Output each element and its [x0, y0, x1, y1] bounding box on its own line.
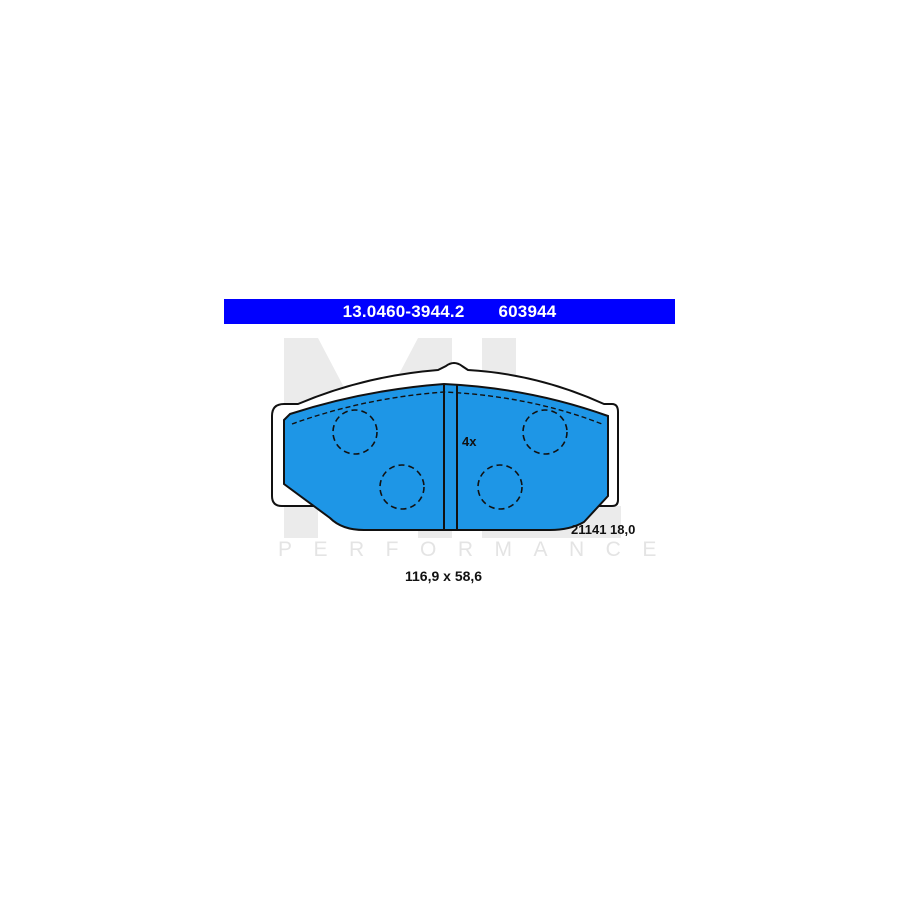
dimensions-label: 116,9 x 58,6: [405, 568, 483, 584]
friction-material: [283, 382, 609, 531]
mounting-circle: [522, 409, 568, 455]
brake-pad-drawing: [271, 362, 619, 531]
watermark-tagline: PERFORMANCE: [278, 538, 678, 561]
mounting-circle: [477, 464, 523, 510]
part-number: 13.0460-3944.2: [342, 301, 465, 321]
part-number-banner: 13.0460-3944.2 603944: [224, 299, 675, 324]
mounting-circle: [379, 464, 425, 510]
mounting-circle: [332, 409, 378, 455]
pad-code-label: 21141 18,0: [571, 522, 636, 537]
reference-number: 603944: [498, 301, 557, 321]
quantity-label: 4x: [462, 434, 477, 449]
